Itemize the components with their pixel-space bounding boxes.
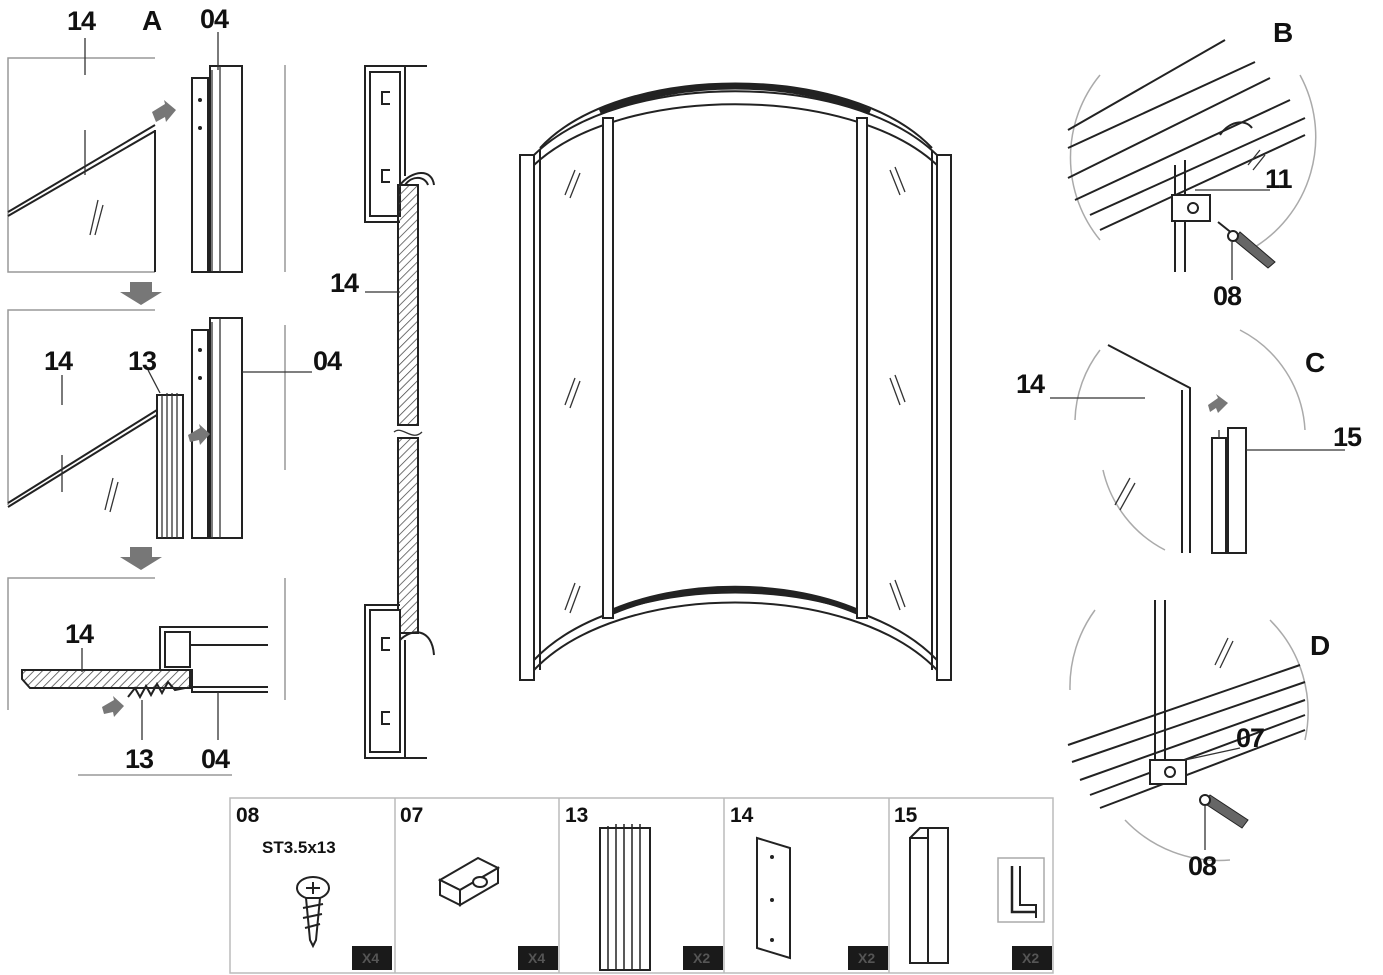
step-a-panel-3: 14 13 04 [7, 577, 286, 776]
part-cell-15: 15 X2 [894, 804, 1052, 970]
part-number: 13 [565, 804, 588, 827]
parts-table: 08 ST3.5x13 X4 07 X [229, 797, 1054, 974]
insert-arrow-icon [152, 100, 176, 122]
part-cell-14: 14 X2 [730, 804, 888, 970]
part-number: 08 [236, 804, 260, 827]
label-08: 08 [1188, 851, 1217, 881]
detail-c: 14 C 15 [1016, 329, 1363, 554]
down-arrow-icon [120, 547, 162, 570]
label-14: 14 [65, 619, 94, 649]
label-04: 04 [201, 744, 230, 774]
label-08: 08 [1213, 281, 1242, 311]
part-cell-07: 07 X4 [400, 804, 558, 970]
label-14: 14 [67, 6, 96, 36]
part-qty: X4 [528, 950, 545, 966]
shower-enclosure [519, 82, 952, 681]
label-14: 14 [330, 268, 359, 298]
section-view: 14 [330, 65, 435, 759]
label-04: 04 [200, 4, 229, 34]
label-13: 13 [128, 346, 157, 376]
section-label-b: B [1273, 17, 1293, 48]
part-number: 07 [400, 804, 423, 827]
part-number: 15 [894, 804, 918, 827]
part-qty: X2 [1022, 950, 1039, 966]
part-qty: X2 [858, 950, 875, 966]
profile-icon [909, 827, 1045, 964]
part-qty: X4 [362, 950, 379, 966]
step-a-panel-1: 14 A 04 [7, 4, 286, 273]
label-11: 11 [1265, 164, 1293, 194]
label-14: 14 [1016, 369, 1045, 399]
label-14: 14 [44, 346, 73, 376]
label-04: 04 [313, 346, 342, 376]
section-label-c: C [1305, 347, 1325, 378]
screw-icon [296, 876, 330, 949]
label-07: 07 [1236, 723, 1264, 753]
part-cell-08: 08 ST3.5x13 X4 [236, 804, 392, 970]
detail-d: D 07 08 [1067, 600, 1330, 881]
detail-b: B 11 08 [1067, 17, 1317, 311]
insert-arrow-icon [1208, 394, 1228, 413]
section-label-d: D [1310, 630, 1330, 661]
glass-panel-icon [756, 836, 791, 960]
label-13: 13 [125, 744, 154, 774]
bracket-icon [437, 856, 501, 907]
down-arrow-icon [120, 282, 162, 305]
insert-arrow-icon [188, 424, 210, 445]
seal-strip-icon [599, 824, 651, 971]
part-number: 14 [730, 804, 754, 827]
label-15: 15 [1333, 422, 1362, 452]
part-cell-13: 13 X2 [565, 804, 723, 971]
step-a-panel-2: 14 13 04 [7, 309, 343, 539]
insert-arrow-icon [102, 696, 124, 717]
section-label-a: A [142, 5, 162, 36]
part-qty: X2 [693, 950, 710, 966]
part-spec: ST3.5x13 [262, 838, 336, 857]
